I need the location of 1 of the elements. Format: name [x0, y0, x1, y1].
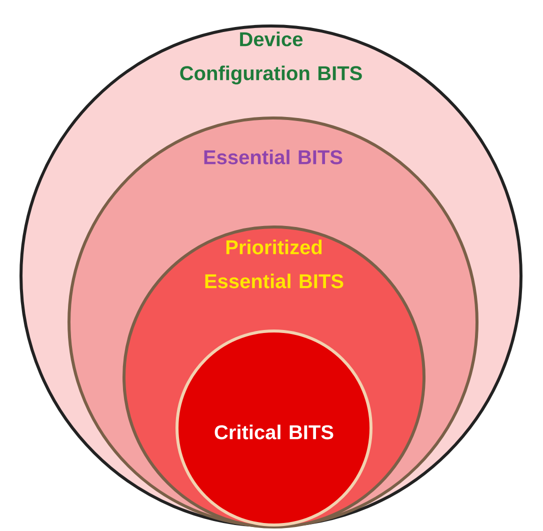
- circle-region: Critical BITS: [176, 330, 372, 526]
